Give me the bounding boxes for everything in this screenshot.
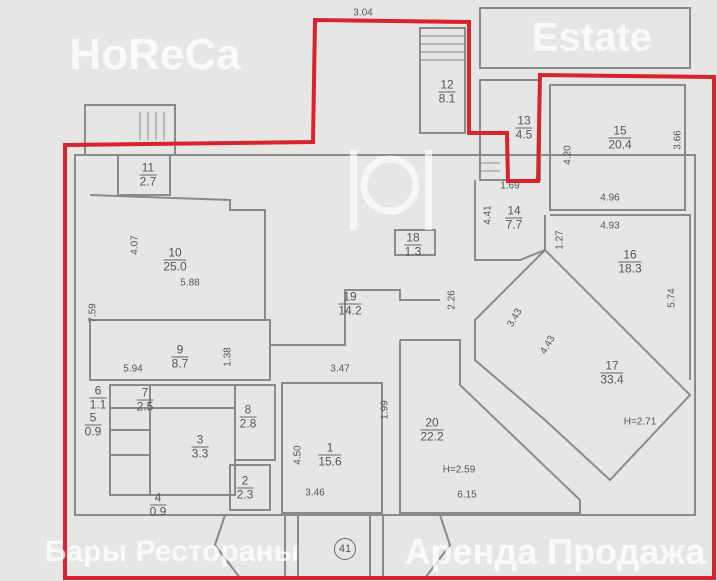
dimension-label: 3.66 xyxy=(672,130,684,150)
room-area: 2.7 xyxy=(139,174,157,189)
dimension-label: 5.88 xyxy=(180,277,200,289)
room-area: 7.7 xyxy=(505,217,523,232)
entrance-marker: 41 xyxy=(334,538,356,560)
dimension-label: 4.41 xyxy=(482,205,494,225)
room-area: 25.0 xyxy=(163,259,187,274)
room-number: 10 xyxy=(163,246,187,261)
room-area: 33.4 xyxy=(600,372,624,387)
room-number: 15 xyxy=(608,124,632,139)
room-number: 19 xyxy=(338,290,362,305)
dimension-label: 4.50 xyxy=(292,445,304,465)
room-number: 7 xyxy=(136,386,154,401)
stairs xyxy=(139,35,500,172)
room-area: 18.3 xyxy=(618,261,642,276)
dimension-label: 7.59 xyxy=(87,303,99,323)
dimension-label: 3.46 xyxy=(305,487,325,499)
dimension-label: 4.20 xyxy=(562,145,574,165)
room-area: 4.5 xyxy=(515,127,533,142)
room-area: 15.6 xyxy=(318,454,342,469)
room-number: 9 xyxy=(171,343,189,358)
room-area: 2.8 xyxy=(239,416,257,431)
room-area: 0.9 xyxy=(149,504,167,519)
room-area: 2.5 xyxy=(136,399,154,414)
room-area: 3.3 xyxy=(191,446,209,461)
room-area: 22.2 xyxy=(420,429,444,444)
dimension-label: 3.47 xyxy=(330,363,350,375)
dimension-label: 5.94 xyxy=(123,363,143,375)
room-number: 20 xyxy=(420,416,444,431)
dimension-label: 4.96 xyxy=(600,192,620,204)
room-area: 8.7 xyxy=(171,356,189,371)
room-number: 14 xyxy=(505,203,523,219)
dimension-label: 1.38 xyxy=(222,347,234,367)
room-area: 14.2 xyxy=(338,303,362,318)
room-number: 3 xyxy=(191,433,209,448)
room-number: 2 xyxy=(236,474,254,489)
room-number: 4 xyxy=(149,491,167,506)
dimension-label: 3.04 xyxy=(353,7,373,19)
room-number: 13 xyxy=(515,113,533,129)
room-area: 1.1 xyxy=(89,397,107,412)
dimension-label: 1.69 xyxy=(500,180,520,192)
room-area: 2.3 xyxy=(236,487,254,502)
dimension-label: 4.93 xyxy=(600,220,620,232)
dimension-label: 1.27 xyxy=(554,230,566,250)
dimension-label: 5.74 xyxy=(666,288,678,308)
room-area: 8.1 xyxy=(438,91,456,106)
room-number: 11 xyxy=(139,161,157,176)
dimension-label: 2.26 xyxy=(446,290,458,310)
room-area: 0.9 xyxy=(84,424,102,439)
room-number: 12 xyxy=(438,77,456,93)
fork-plate-knife-icon xyxy=(350,150,432,230)
dimension-label: 1.99 xyxy=(379,400,391,420)
watermark-rent-sale: Аренда Продажа xyxy=(404,531,706,572)
dimension-label: H=2.71 xyxy=(623,416,657,428)
room-number: 1 xyxy=(318,441,342,456)
room-area: 1.3 xyxy=(404,244,422,259)
room-number: 16 xyxy=(618,248,642,263)
room-number: 5 xyxy=(84,411,102,426)
room-number: 8 xyxy=(239,403,257,418)
dimension-label: 4.07 xyxy=(129,235,141,255)
room-area: 20.4 xyxy=(608,137,632,152)
room-number: 17 xyxy=(600,359,624,374)
room-number: 18 xyxy=(404,230,422,246)
room-number: 6 xyxy=(89,384,107,399)
building-outline xyxy=(74,154,696,516)
dimension-label: 6.15 xyxy=(457,489,477,501)
dimension-label: H=2.59 xyxy=(442,464,476,476)
rental-area-outline xyxy=(63,17,716,580)
watermark-bars-restaurants: Бары Рестораны xyxy=(44,535,300,568)
watermark-estate: Estate xyxy=(531,15,653,60)
watermark-horeca: HoReCa xyxy=(69,30,241,79)
